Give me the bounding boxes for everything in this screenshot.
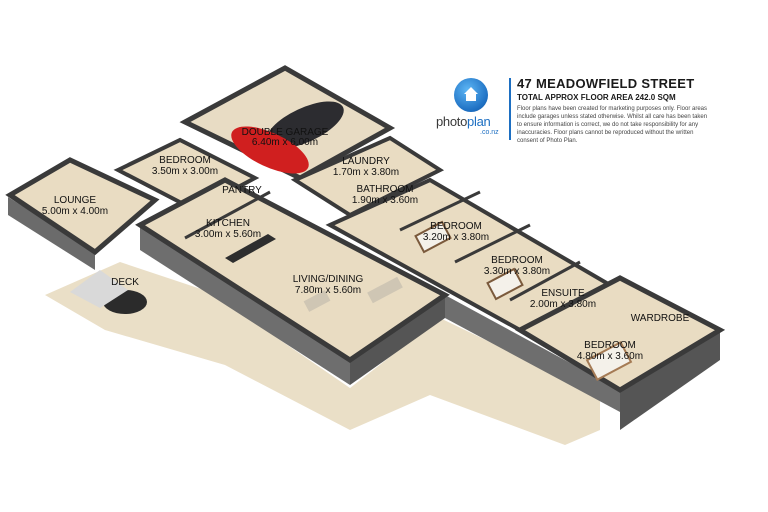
label-ensuite: ENSUITE	[541, 288, 585, 299]
partition-ensuite	[509, 260, 581, 302]
kitchen-island	[225, 234, 276, 263]
label-deck: DECK	[111, 277, 139, 288]
dims-bedroom-3: 3.30m x 3.80m	[484, 266, 550, 277]
disclaimer: Floor plans have been created for market…	[517, 106, 708, 144]
dims-bedroom-1: 3.50m x 3.00m	[152, 166, 218, 177]
floor-bedroom-4	[514, 275, 726, 393]
floor-lounge	[5, 157, 160, 256]
sofa-living	[367, 276, 403, 304]
dims-bathroom: 1.90m x 3.60m	[352, 195, 418, 206]
partition-bed2	[399, 190, 481, 232]
dims-garage: 6.40m x 6.00m	[252, 137, 318, 148]
dims-living: 7.80m x 5.60m	[295, 285, 361, 296]
logo-word-photo: photo	[436, 114, 468, 129]
exterior-wall-living	[140, 225, 350, 385]
car-dark	[266, 101, 344, 149]
header-divider	[509, 78, 511, 140]
label-garage: DOUBLE GARAGE	[242, 127, 329, 138]
photoplan-logo: photoplan .co.nz	[436, 78, 512, 138]
sofa-living-2	[303, 290, 331, 312]
label-lounge: LOUNGE	[54, 195, 97, 206]
partition-kitchen	[184, 190, 271, 240]
dims-laundry: 1.70m x 3.80m	[333, 167, 399, 178]
partition-bed3	[454, 223, 531, 264]
floor-service-wing	[290, 135, 445, 218]
logo-domain: .co.nz	[480, 129, 499, 136]
label-bedroom-4: BEDROOM	[584, 340, 636, 351]
label-bedroom-3: BEDROOM	[491, 255, 543, 266]
logo-word-plan: plan	[467, 114, 491, 129]
label-pantry: PANTRY	[222, 185, 262, 196]
property-info: 47 MEADOWFIELD STREET TOTAL APPROX FLOOR…	[517, 76, 712, 145]
total-floor-area: TOTAL APPROX FLOOR AREA 242.0 SQM	[517, 93, 676, 102]
label-living: LIVING/DINING	[293, 274, 364, 285]
logo-wordmark: photoplan	[436, 114, 491, 129]
car-red	[231, 126, 309, 174]
label-wardrobe: WARDROBE	[631, 313, 690, 324]
label-kitchen: KITCHEN	[206, 218, 250, 229]
exterior-wall-living-front	[350, 295, 445, 385]
label-laundry: LAUNDRY	[342, 156, 390, 167]
house-icon	[464, 87, 478, 101]
bed-3	[486, 267, 524, 301]
dims-ensuite: 2.00m x 3.80m	[530, 299, 596, 310]
exterior-wall-lounge	[8, 197, 95, 270]
dims-bedroom-4: 4.80m x 3.60m	[577, 351, 643, 362]
dims-lounge: 5.00m x 4.00m	[42, 206, 108, 217]
dims-kitchen: 3.00m x 5.60m	[195, 229, 261, 240]
label-bedroom-2: BEDROOM	[430, 221, 482, 232]
property-address: 47 MEADOWFIELD STREET	[517, 76, 695, 91]
deck-area	[45, 262, 600, 445]
bed-4	[585, 341, 633, 381]
label-bedroom-1: BEDROOM	[159, 155, 211, 166]
deck-umbrella	[70, 270, 128, 308]
exterior-wall-bedroom-end	[620, 330, 720, 430]
bed-2	[414, 220, 452, 254]
floor-living	[135, 177, 450, 363]
label-bathroom: BATHROOM	[356, 184, 413, 195]
exterior-wall-bedrooms	[445, 295, 620, 412]
dims-bedroom-2: 3.20m x 3.80m	[423, 232, 489, 243]
